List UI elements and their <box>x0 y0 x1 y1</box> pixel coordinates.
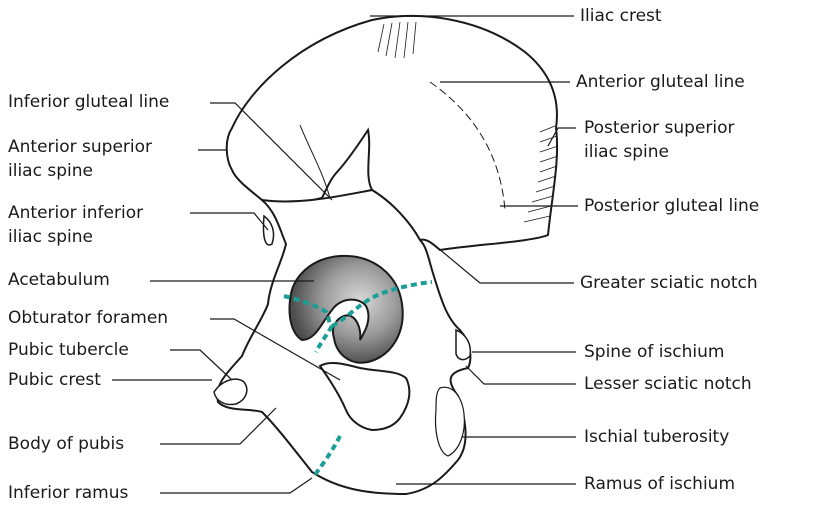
label-anterior-inferior-iliac-spine-line1: Anterior inferior <box>8 201 143 225</box>
leader-greater-sciatic-notch <box>438 248 574 283</box>
label-spine-of-ischium: Spine of ischium <box>584 340 725 364</box>
label-anterior-superior-iliac-spine: Anterior superior iliac spine <box>8 135 152 183</box>
label-pubic-tubercle: Pubic tubercle <box>8 338 129 362</box>
anterior-inferior-spine-shape <box>263 216 273 245</box>
label-anterior-gluteal-line: Anterior gluteal line <box>576 70 745 94</box>
label-anterior-superior-iliac-spine-line2: iliac spine <box>8 159 152 183</box>
label-anterior-inferior-iliac-spine-line2: iliac spine <box>8 225 143 249</box>
label-ramus-of-ischium: Ramus of ischium <box>584 472 735 496</box>
label-obturator-foramen: Obturator foramen <box>8 306 168 330</box>
label-iliac-crest: Iliac crest <box>580 4 662 28</box>
label-anterior-superior-iliac-spine-line1: Anterior superior <box>8 135 152 159</box>
pubic-crest-shape <box>214 379 247 404</box>
label-lesser-sciatic-notch: Lesser sciatic notch <box>584 372 752 396</box>
label-acetabulum: Acetabulum <box>8 268 110 292</box>
leader-pubic-tubercle <box>170 350 232 380</box>
label-pubic-crest: Pubic crest <box>8 368 101 392</box>
label-greater-sciatic-notch: Greater sciatic notch <box>580 271 758 295</box>
label-ischial-tuberosity: Ischial tuberosity <box>584 425 729 449</box>
label-posterior-superior-iliac-spine-line2: iliac spine <box>584 140 735 164</box>
label-body-of-pubis: Body of pubis <box>8 432 124 456</box>
leader-lesser-sciatic-notch <box>466 366 576 384</box>
label-posterior-gluteal-line: Posterior gluteal line <box>584 194 759 218</box>
spine-of-ischium-shape <box>456 330 470 360</box>
leader-body-of-pubis <box>160 408 276 444</box>
label-posterior-superior-iliac-spine-line1: Posterior superior <box>584 116 735 140</box>
label-posterior-superior-iliac-spine: Posterior superior iliac spine <box>584 116 735 164</box>
leader-inferior-ramus <box>160 478 312 493</box>
label-inferior-ramus: Inferior ramus <box>8 481 128 505</box>
leader-anterior-inferior-iliac-spine <box>190 213 268 230</box>
label-inferior-gluteal-line: Inferior gluteal line <box>8 90 169 114</box>
label-anterior-inferior-iliac-spine: Anterior inferior iliac spine <box>8 201 143 249</box>
